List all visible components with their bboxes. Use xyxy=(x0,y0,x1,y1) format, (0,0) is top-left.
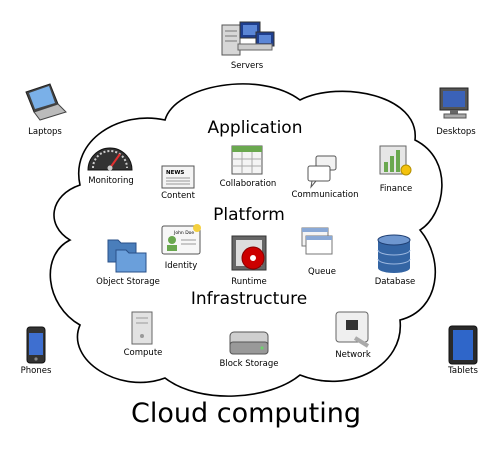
laptop-icon xyxy=(25,83,67,121)
phone-icon xyxy=(26,326,46,364)
block-storage-label: Block Storage xyxy=(219,359,279,369)
calendar-icon xyxy=(231,145,263,175)
identity-label: Identity xyxy=(164,261,198,271)
database-label: Database xyxy=(374,277,416,287)
content-label: Content xyxy=(161,191,195,201)
compute-label: Compute xyxy=(123,348,163,358)
newspaper-icon-text: NEWS xyxy=(166,170,184,176)
runtime-label: Runtime xyxy=(231,277,267,287)
infrastructure-layer-title: Infrastructure xyxy=(190,289,308,309)
tablets-label: Tablets xyxy=(448,366,478,376)
diagram-title: Cloud computing xyxy=(131,398,361,429)
id-card-name: John Doe xyxy=(173,230,194,236)
finance-label: Finance xyxy=(379,184,413,194)
application-layer-title: Application xyxy=(207,118,303,138)
tablet-icon xyxy=(448,325,478,365)
communication-label: Communication xyxy=(291,190,359,200)
network-socket-icon xyxy=(335,311,370,348)
monitoring-gauge-icon xyxy=(87,147,133,171)
finance-chart-icon xyxy=(379,145,412,176)
servers-icon xyxy=(221,21,275,56)
id-card-icon: John Doe xyxy=(161,224,201,255)
queue-label: Queue xyxy=(308,267,336,277)
network-label: Network xyxy=(335,350,371,360)
compute-server-icon xyxy=(131,311,153,345)
collaboration-label: Collaboration xyxy=(219,179,277,189)
speech-bubbles-icon xyxy=(307,155,337,189)
folders-icon xyxy=(107,239,147,273)
monitoring-label: Monitoring xyxy=(88,176,134,186)
desktops-label: Desktops xyxy=(436,127,476,137)
database-icon xyxy=(377,234,411,273)
phones-label: Phones xyxy=(20,366,52,376)
newspaper-icon: NEWS xyxy=(161,165,195,189)
servers-label: Servers xyxy=(230,61,264,71)
object-storage-label: Object Storage xyxy=(96,277,160,287)
queue-windows-icon xyxy=(301,227,333,255)
desktop-icon xyxy=(439,87,469,119)
hard-drive-icon xyxy=(229,331,269,355)
runtime-disc-icon xyxy=(231,235,267,271)
platform-layer-title: Platform xyxy=(213,205,285,225)
laptops-label: Laptops xyxy=(28,127,62,137)
